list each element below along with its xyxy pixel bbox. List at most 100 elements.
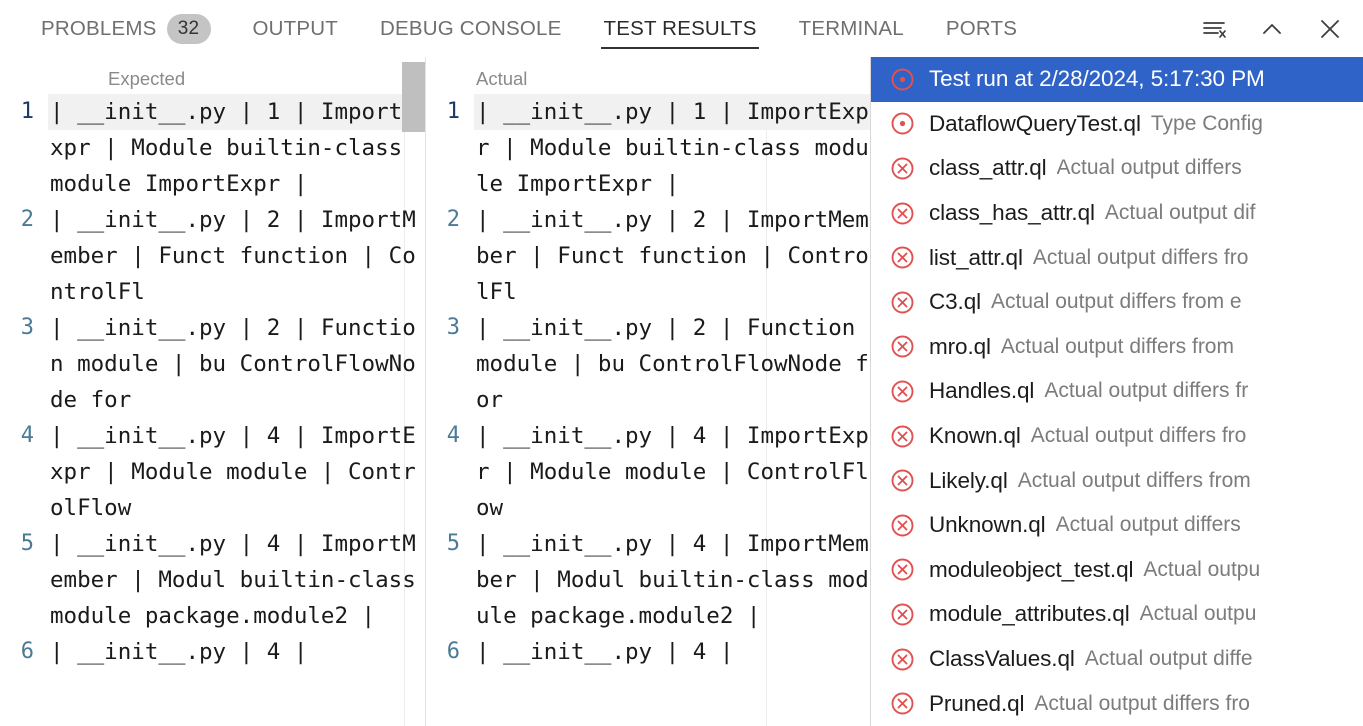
expected-scrollbar-thumb[interactable] <box>402 62 425 132</box>
line-number: 2 <box>446 207 460 232</box>
tab-problems[interactable]: PROBLEMS 32 <box>20 0 232 57</box>
test-name: Likely.ql <box>929 467 1008 493</box>
code-line[interactable]: 5 | __init__.py | 4 | ImportMember | Modu… <box>0 526 425 634</box>
actual-code-area[interactable]: 1| __init__.py | 1 | ImportExpr | Module… <box>426 94 870 726</box>
error-icon <box>889 512 916 539</box>
error-icon <box>889 467 916 494</box>
test-name: module_attributes.ql <box>929 601 1130 627</box>
test-result-row[interactable]: list_attr.ql Actual output differs fro <box>871 235 1363 280</box>
error-icon <box>889 690 916 717</box>
test-name: Unknown.ql <box>929 512 1046 538</box>
code-line[interactable]: 6 | __init__.py | 4 | <box>0 634 425 670</box>
test-run-icon <box>889 110 916 137</box>
test-message: Actual output differs <box>1056 156 1242 180</box>
test-message: Actual output diffe <box>1084 647 1253 671</box>
chevron-up-icon[interactable] <box>1257 14 1287 44</box>
test-run-row[interactable]: Test run at 2/28/2024, 5:17:30 PM <box>871 57 1363 102</box>
test-name: list_attr.ql <box>929 244 1023 270</box>
tab-test-results[interactable]: TEST RESULTS <box>582 0 777 57</box>
tab-debug-console[interactable]: DEBUG CONSOLE <box>359 0 582 57</box>
code-line[interactable]: 5| __init__.py | 4 | ImportMember | Modu… <box>426 526 870 634</box>
test-results-list[interactable]: Test run at 2/28/2024, 5:17:30 PM Dataflo… <box>870 57 1363 726</box>
code-line[interactable]: 1 | __init__.py | 1 | ImportExpr | Module… <box>0 94 425 202</box>
line-number: 4 <box>20 423 34 448</box>
error-icon <box>889 155 916 182</box>
line-content: | __init__.py | 2 | ImportMember | Funct… <box>476 207 869 305</box>
expected-pane-title: Expected <box>108 68 186 89</box>
tab-ports[interactable]: PORTS <box>925 0 1038 57</box>
test-name: Handles.ql <box>929 378 1035 404</box>
line-content: | __init__.py | 4 | ImportExpr | Module … <box>476 423 869 521</box>
actual-diff-pane[interactable]: Actual 1| __init__.py | 1 | ImportExpr |… <box>425 57 870 726</box>
code-line[interactable]: 2 | __init__.py | 2 | ImportMember | Func… <box>426 202 870 310</box>
actual-pane-title: Actual <box>476 68 528 89</box>
code-line[interactable]: 1| __init__.py | 1 | ImportExpr | Module… <box>426 94 870 202</box>
code-line[interactable]: 3| __init__.py | 2 | Function module | b… <box>426 310 870 418</box>
test-result-row[interactable]: moduleobject_test.ql Actual outpu <box>871 548 1363 593</box>
code-line[interactable]: 2 | __init__.py | 2 | ImportMember | Func… <box>0 202 425 310</box>
test-name: moduleobject_test.ql <box>929 556 1134 582</box>
tab-output[interactable]: OUTPUT <box>232 0 359 57</box>
line-number: 6 <box>20 639 34 664</box>
tab-label: DEBUG CONSOLE <box>380 16 562 40</box>
clear-all-icon[interactable] <box>1199 14 1229 44</box>
line-number: 5 <box>20 531 34 556</box>
test-name: class_has_attr.ql <box>929 200 1095 226</box>
expected-pane-guide <box>404 94 405 726</box>
code-line[interactable]: 6| __init__.py | 4 | <box>426 634 870 670</box>
error-icon <box>889 333 916 360</box>
close-icon[interactable] <box>1315 14 1345 44</box>
test-message: Actual output differs fr <box>1044 379 1249 403</box>
line-number: 4 <box>446 423 460 448</box>
error-icon <box>889 601 916 628</box>
test-result-row[interactable]: Handles.ql Actual output differs fr <box>871 369 1363 414</box>
test-result-row[interactable]: class_attr.ql Actual output differs <box>871 146 1363 191</box>
panel-body: Expected 1 | __init__.py | 1 | ImportExpr… <box>0 57 1363 726</box>
code-line[interactable]: 4 | __init__.py | 4 | ImportExpr | Module… <box>0 418 425 526</box>
tab-terminal[interactable]: TERMINAL <box>778 0 925 57</box>
line-number: 1 <box>20 99 34 124</box>
line-content: | __init__.py | 4 | <box>50 639 308 665</box>
line-content: | __init__.py | 2 | Function module | bu… <box>50 315 416 413</box>
line-content: | __init__.py | 1 | ImportExpr | Module … <box>474 94 870 202</box>
panel-tabs: PROBLEMS 32 OUTPUT DEBUG CONSOLE TEST RESULT… <box>20 0 1038 57</box>
error-icon <box>889 289 916 316</box>
expected-code-area[interactable]: 1 | __init__.py | 1 | ImportExpr | Module… <box>0 94 425 726</box>
test-message: Type Config <box>1150 111 1263 135</box>
error-icon <box>889 556 916 583</box>
tab-label: TEST RESULTS <box>603 16 757 40</box>
line-number: 2 <box>20 207 34 232</box>
test-message: Actual output differs fro <box>1032 245 1249 269</box>
line-content: | __init__.py | 1 | ImportExpr | Module … <box>48 94 425 202</box>
code-line[interactable]: 4 | __init__.py | 4 | ImportExpr | Module… <box>426 418 870 526</box>
test-name: class_attr.ql <box>929 155 1047 181</box>
tab-label: TERMINAL <box>798 16 904 40</box>
test-message: Actual outpu <box>1143 557 1261 581</box>
line-content: | __init__.py | 4 | ImportMember | Modul… <box>50 531 416 629</box>
code-line[interactable]: 3| __init__.py | 2 | Function module | b… <box>0 310 425 418</box>
error-icon <box>889 423 916 450</box>
line-content: | __init__.py | 4 | ImportExpr | Module … <box>50 423 416 521</box>
problems-count-badge: 32 <box>166 13 211 44</box>
test-message: Actual output differs fro <box>1034 691 1250 715</box>
line-content: | __init__.py | 4 | <box>476 639 734 665</box>
line-content: | __init__.py | 2 | ImportMember | Funct… <box>50 207 416 305</box>
expected-scrollbar[interactable] <box>402 57 425 726</box>
tab-label: OUTPUT <box>252 16 339 40</box>
line-content: | __init__.py | 4 | ImportMember | Modul… <box>476 531 869 629</box>
error-icon <box>889 646 916 673</box>
expected-diff-pane[interactable]: Expected 1 | __init__.py | 1 | ImportExpr… <box>0 57 425 726</box>
test-name: Test run at 2/28/2024, 5:17:30 PM <box>929 66 1265 92</box>
line-content: | __init__.py | 2 | Function module | bu… <box>476 315 869 413</box>
tab-label: PROBLEMS <box>41 16 157 40</box>
